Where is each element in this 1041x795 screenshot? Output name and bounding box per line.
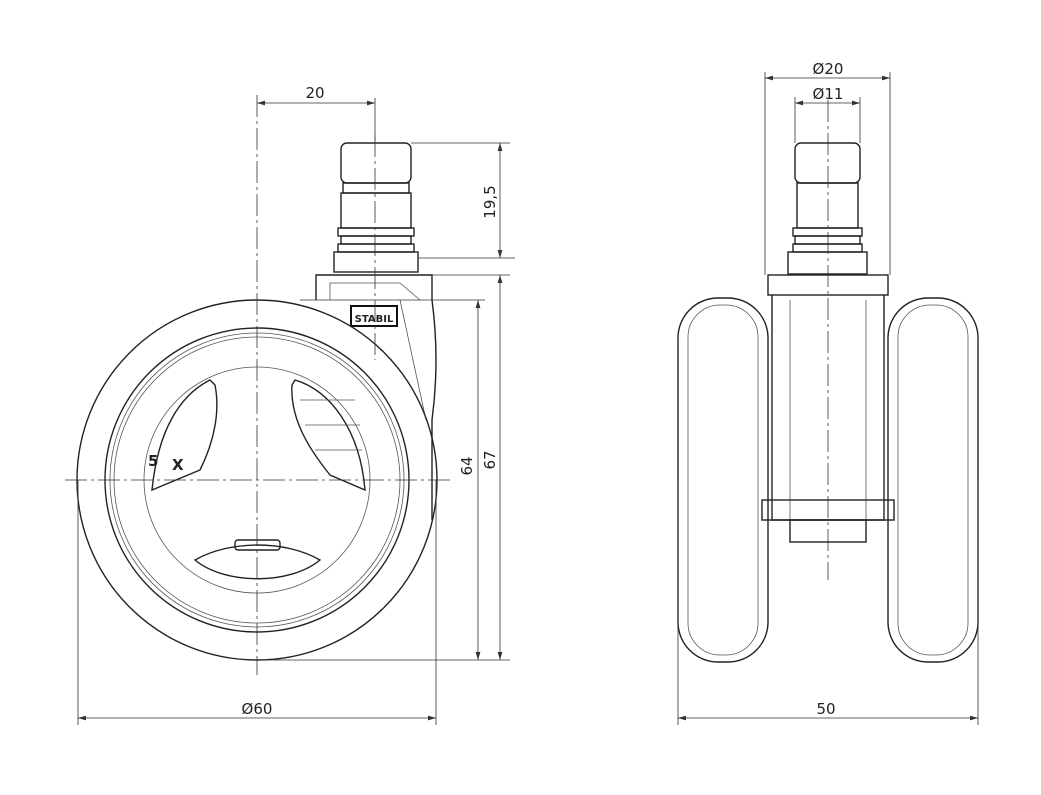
svg-text:64: 64 [458, 456, 476, 475]
hub-marking-x: X [172, 456, 184, 474]
hub-marking-5: 5 [148, 452, 158, 470]
dimension-67: 67 [481, 275, 503, 660]
svg-text:Ø11: Ø11 [813, 85, 844, 103]
svg-text:Ø20: Ø20 [813, 60, 844, 78]
stem [787, 142, 868, 275]
svg-text:STABIL: STABIL [355, 314, 394, 325]
dimension-diameter-20: Ø20 [764, 60, 891, 275]
dimension-20: 20 [257, 84, 376, 140]
dimension-19-5: 19,5 [411, 142, 515, 259]
svg-text:67: 67 [481, 450, 499, 469]
dimension-diameter-60: Ø60 [77, 480, 437, 725]
brand-logo: STABIL [350, 305, 398, 327]
svg-text:20: 20 [305, 84, 324, 102]
dimension-diameter-11: Ø11 [794, 85, 861, 143]
stem [333, 142, 419, 273]
svg-text:19,5: 19,5 [481, 185, 499, 218]
svg-text:50: 50 [816, 700, 835, 718]
front-view: Ø20 Ø11 50 [677, 60, 979, 725]
right-wheel [887, 297, 979, 663]
housing [315, 274, 437, 520]
left-wheel [677, 297, 769, 663]
side-view: STABIL 5 X 20 19,5 [65, 84, 515, 725]
dimension-64: 64 [257, 274, 510, 661]
svg-text:Ø60: Ø60 [242, 700, 273, 718]
dimension-50: 50 [677, 480, 979, 725]
